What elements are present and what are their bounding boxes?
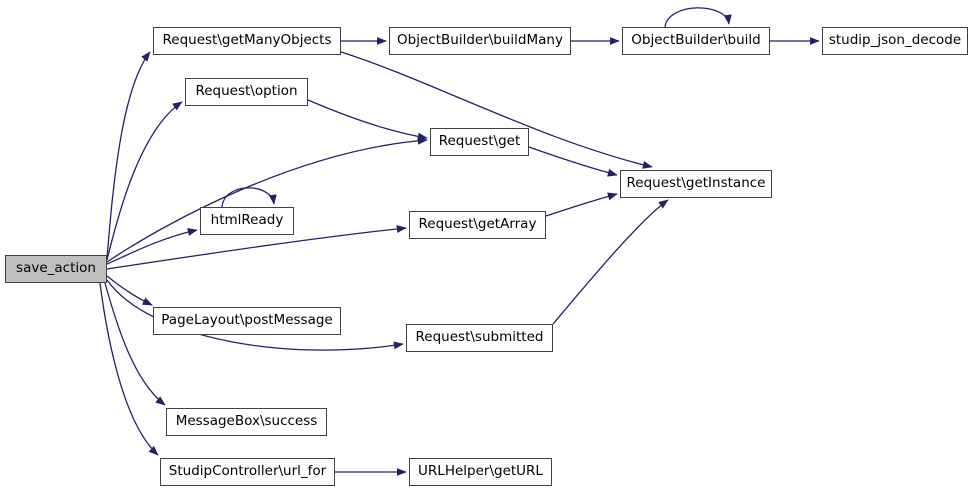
edge-save_action-messageBoxSuccess <box>104 282 166 406</box>
node-objectbuilder-buildmany[interactable]: ObjectBuilder\buildMany <box>389 27 571 55</box>
node-objectbuilder-build[interactable]: ObjectBuilder\build <box>622 27 770 55</box>
node-label: studip_json_decode <box>828 32 962 49</box>
node-label: URLHelper\getURL <box>418 463 543 480</box>
node-htmlready[interactable]: htmlReady <box>200 207 294 235</box>
node-label: ObjectBuilder\build <box>631 32 761 49</box>
edge-htmlReady-htmlReady-self-loop <box>221 187 277 208</box>
edge-save_action-htmlReady <box>106 228 198 265</box>
node-urlhelper-geturl[interactable]: URLHelper\getURL <box>409 458 552 486</box>
edge-save_action-option <box>106 101 183 261</box>
edge-option-get <box>307 99 428 141</box>
edge-getArray-getInstance <box>545 192 618 217</box>
node-label: Request\submitted <box>415 329 544 346</box>
node-studipcontroller-url-for[interactable]: StudipController\url_for <box>160 458 335 486</box>
node-messagebox-success[interactable]: MessageBox\success <box>166 408 327 436</box>
node-label: save_action <box>16 260 96 277</box>
edge-save_action-getManyObjects <box>106 51 151 259</box>
node-label: Request\get <box>438 133 521 150</box>
node-request-get[interactable]: Request\get <box>430 128 529 156</box>
node-request-getmanyobjects[interactable]: Request\getManyObjects <box>153 27 341 55</box>
node-label: Request\getInstance <box>626 175 766 192</box>
node-label: htmlReady <box>210 212 284 229</box>
node-pagelayout-postmessage[interactable]: PageLayout\postMessage <box>153 307 341 335</box>
edge-build-build-self-loop <box>664 7 732 28</box>
node-label: Request\getArray <box>418 216 537 233</box>
node-studip-json-decode[interactable]: studip_json_decode <box>822 27 968 55</box>
node-label: PageLayout\postMessage <box>161 312 333 329</box>
node-label: Request\getManyObjects <box>162 32 332 49</box>
edge-save_action-urlFor <box>99 282 159 456</box>
node-save-action[interactable]: save_action <box>5 255 107 283</box>
edge-save_action-postMessage <box>106 275 153 306</box>
edge-get-getInstance <box>528 146 618 177</box>
edge-save_action-get <box>106 136 428 263</box>
node-label: ObjectBuilder\buildMany <box>397 32 563 49</box>
node-request-getinstance[interactable]: Request\getInstance <box>620 170 772 198</box>
node-label: StudipController\url_for <box>168 463 327 480</box>
edge-submitted-getInstance <box>552 199 669 325</box>
node-request-submitted[interactable]: Request\submitted <box>406 324 553 352</box>
node-request-getarray[interactable]: Request\getArray <box>409 211 546 239</box>
node-label: Request\option <box>195 83 298 100</box>
node-request-option[interactable]: Request\option <box>185 78 308 106</box>
node-label: MessageBox\success <box>175 413 318 430</box>
